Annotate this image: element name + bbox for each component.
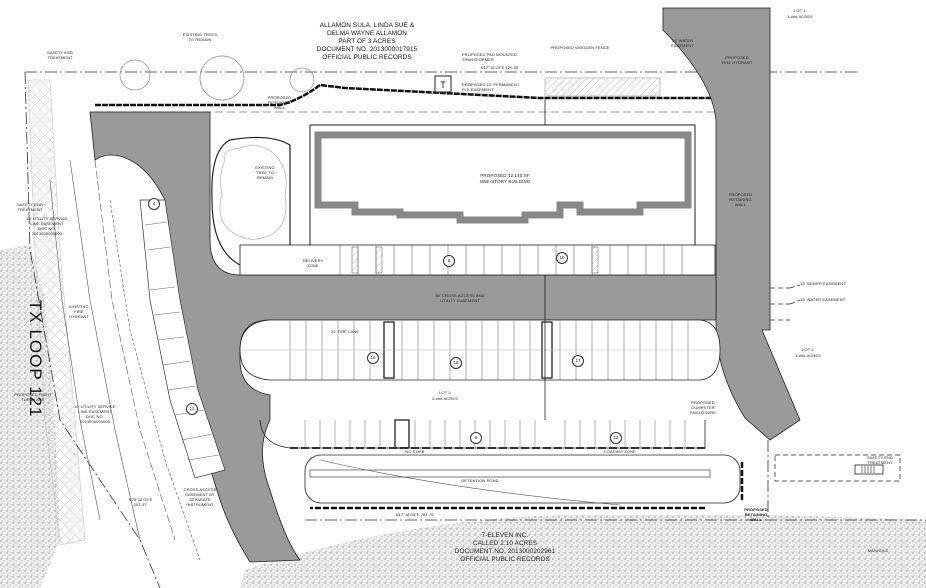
detention-pond-label: DETENTION POND xyxy=(455,478,505,483)
utility-easement-sw-callout: 10' UTILITY SERVICE LINE EASEMENT DOC NO… xyxy=(74,404,116,424)
cross-access-separate-callout: CROSS ACCESS EASEMENT BY SEPARATE INSTRU… xyxy=(183,487,217,507)
fire-lane-label: 24' FIRE LANE xyxy=(330,329,360,334)
parking-count-nw: 4 xyxy=(148,198,160,210)
proposed-transformer-callout: PROPOSED PAD MOUNTED TRANSFORMER xyxy=(462,52,518,62)
stippled-offsite-area-south xyxy=(240,515,926,588)
retaining-wall-top-callout: PROPOSED RETAINING WALL xyxy=(267,95,292,110)
parking-row-south xyxy=(259,419,706,449)
parking-count-north-a: 6 xyxy=(443,255,455,267)
retaining-wall-se-callout: PROPOSED RETAINING WALL xyxy=(744,507,768,522)
parking-count-middle-b: 18 xyxy=(450,357,462,369)
lot3-label: LOT 3 3.### ACRES xyxy=(432,390,458,401)
bearing-west-label: N79°18'00"E 203.37' xyxy=(128,497,153,507)
svg-text:T: T xyxy=(440,80,446,90)
building-label: PROPOSED 12,140 SF ONE-STORY BUILDING xyxy=(479,173,531,184)
fire-hydrant-callout: PROPOSED FIRE HYDRANT xyxy=(721,55,753,65)
existing-trees-north xyxy=(119,55,315,101)
tx-loop-121-road-lines xyxy=(49,159,201,561)
owner-north-label: ALLAMON SULA, LINDA SUE & DELMA WAYNE AL… xyxy=(316,22,418,61)
parking-row-west xyxy=(139,199,226,479)
utility-easement-nw-callout: 10' UTILITY SERVICE LINE EASEMENT DOC NO… xyxy=(26,216,68,236)
detention-pond xyxy=(304,454,744,510)
parking-count-middle-c: 17 xyxy=(572,355,584,367)
dumpster-enclosure-callout: PROPOSED DUMPSTER ENCLOSURE xyxy=(690,400,716,415)
existing-tree-remain-callout: EXISTING TREE TO REMAIN xyxy=(255,165,275,180)
no-curb-label: NO CURB xyxy=(405,449,425,454)
manhole-label: MANHOLE xyxy=(867,548,889,553)
north-retaining-wall xyxy=(95,83,720,107)
existing-fire-hydrant-callout: EXISTING FIRE HYDRANT xyxy=(68,304,90,319)
delivery-zone-label: DELIVERY ZONE xyxy=(302,258,324,268)
parking-count-north-b: 10 xyxy=(556,252,568,264)
wooden-fence-callout: PROPOSED WOODEN FENCE xyxy=(550,45,610,50)
parking-count-middle-a: 10 xyxy=(367,352,379,364)
wooden-fence-area xyxy=(544,77,661,97)
fire-easement-callout: PROPOSED 10' PERMANENT FLE EASEMENT xyxy=(462,82,520,92)
safety-end-treatment-w-callout: SAFETY END TREATMENT xyxy=(16,202,44,212)
cross-access-easement-callout: 30' CROSS ACCESS AND UTILITY EASEMENT xyxy=(435,293,485,303)
crosshatch-row-west xyxy=(27,79,86,546)
parking-count-south-b: 12 xyxy=(610,432,622,444)
parking-island-middle xyxy=(239,319,721,381)
proposed-building xyxy=(309,124,696,248)
safety-end-treatment-se-callout: SAFETY END TREATMENT xyxy=(866,455,894,465)
loading-zone-label: LOADING ZONE xyxy=(604,449,636,454)
parking-count-west: 12 xyxy=(186,403,198,415)
parking-row-north xyxy=(239,244,716,276)
retaining-wall-east-callout: PROPOSED RETAINING WALL xyxy=(728,192,753,207)
right-turn-lane-callout: PROPOSED RIGHT TURN LANE xyxy=(14,392,52,402)
sewer-easement-callout: 15' SEWER EASEMENT xyxy=(800,281,846,286)
transformer-pad xyxy=(434,75,452,93)
bearing-south-label: N17°18'04"E 284.75' xyxy=(395,512,435,517)
bearing-north-label: N17°18'29"E 129.55' xyxy=(480,65,520,70)
parking-count-south-a: 6 xyxy=(470,432,482,444)
water-easement-east-callout: 15' WATER EASEMENT xyxy=(800,297,846,302)
lot1-label: LOT 1 3.### ACRES xyxy=(787,8,813,19)
existing-trees-callout: EXISTING TREES TO REMAIN xyxy=(182,32,218,42)
owner-south-label: 7-ELEVEN INC. CALLED 2.10 ACRES DOCUMENT… xyxy=(454,532,556,563)
existing-tree-island xyxy=(211,136,291,266)
lot2-label: LOT 2 3.### ACRES xyxy=(795,347,821,358)
easement-lines-east xyxy=(770,284,901,482)
water-easement-top-callout: 15' WATER EASEMENT xyxy=(671,38,694,48)
safety-end-treatment-nw-callout: SAFETY END TREATMENT xyxy=(46,50,74,60)
safety-end-treatment-box xyxy=(854,464,884,475)
